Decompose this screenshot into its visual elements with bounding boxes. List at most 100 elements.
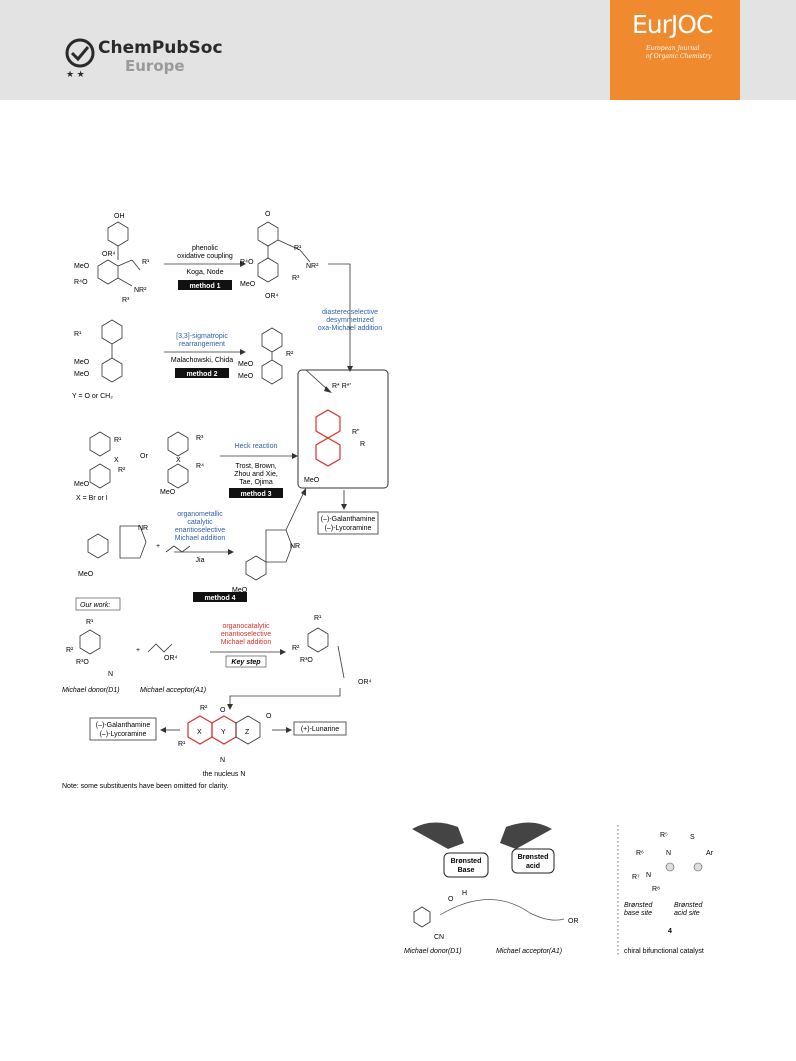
r7: R⁷ [632, 874, 640, 881]
r1-label: R¹ [142, 259, 150, 266]
key-step: Key step [231, 659, 261, 666]
desym-3: oxa-Michael addition [318, 325, 382, 332]
r1-owp: R¹ [314, 615, 322, 622]
m1-start-structure [97, 221, 141, 287]
nucleus-label: the nucleus N [203, 771, 246, 778]
acid-site-1: Brønsted [674, 902, 704, 909]
publisher-sub: Europe [125, 57, 185, 75]
lunarine: (+)-Lunarine [301, 726, 339, 733]
m1-label-2: oxidative coupling [177, 253, 233, 260]
m1-authors: Koga, Node [187, 269, 224, 276]
m4-l2: catalytic [187, 519, 213, 526]
base-2: Base [458, 867, 475, 874]
m4-l1: organometallic [177, 511, 223, 518]
n2-cat: N [646, 872, 651, 879]
r1-label-m2: R¹ [74, 331, 82, 338]
r4-m3: R⁴ [196, 463, 204, 470]
r4o-label-p: R⁴O [240, 259, 254, 266]
prod-2: (–)-Lycoramine [325, 525, 372, 532]
h-d1: H [462, 890, 467, 897]
or-text: Or [140, 453, 148, 460]
or4-label: OR⁴ [102, 251, 116, 258]
h-site-2 [693, 862, 703, 872]
desym-2: desymmetrized [326, 317, 374, 324]
or4-a1: OR⁴ [164, 655, 178, 662]
m4-tag: method 4 [204, 595, 235, 602]
ar-cat: Ar [706, 850, 714, 857]
r2-owp: R² [292, 645, 300, 652]
nr2-label: NR² [134, 287, 147, 294]
ring-x: X [197, 729, 202, 736]
r2-n: R² [200, 705, 208, 712]
base-box [443, 852, 489, 878]
r8: R⁸ [652, 886, 660, 893]
target-box [297, 369, 389, 489]
donor-structure [79, 629, 101, 655]
m3-auth-1: Trost, Brown, [235, 463, 276, 470]
r3o-owp: R³O [300, 657, 313, 664]
acid-2: acid [526, 863, 540, 870]
target-rq: R" [352, 429, 360, 436]
r3-label: R³ [122, 297, 130, 304]
synthesis-scheme: OH OR⁴ MeO R⁴O R¹ NR² R³ phenolic oxidat… [62, 211, 389, 790]
meo-label-p: MeO [240, 281, 256, 288]
m3-label: Heck reaction [235, 443, 278, 450]
r3-m3: R³ [196, 435, 204, 442]
x-m3b: X [176, 457, 181, 464]
m2-y: Y = O or CH₂ [72, 393, 113, 400]
prod-1: (–)-Galanthamine [321, 516, 376, 523]
eurjoc-logo: EurJOC European Journal of Organic Chemi… [610, 0, 740, 100]
o-d1: O [448, 896, 454, 903]
svg-text:★ ★: ★ ★ [66, 69, 85, 79]
o-n: O [220, 707, 226, 714]
cat-label: chiral bifunctional catalyst [624, 948, 704, 955]
scheme-note: Note: some substituents have been omitte… [62, 783, 228, 790]
meo-m4: MeO [78, 571, 94, 578]
right-hand-icon [500, 822, 552, 849]
target-meo: MeO [304, 477, 320, 484]
m2-label-2: rearrangement [179, 341, 225, 348]
or4-label-p: OR⁴ [265, 293, 279, 300]
journal-full-1: European Journal [646, 45, 700, 52]
x-m3: X [114, 457, 119, 464]
r3-label-p: R³ [292, 275, 300, 282]
meo-m2p-1: MeO [238, 361, 254, 368]
ring-z: Z [245, 729, 250, 736]
left-hand-icon [412, 822, 464, 849]
m2-start-structure [101, 319, 123, 383]
m3-auth-3: Tae, Ojima [239, 479, 273, 486]
m1-label-1: phenolic [192, 245, 219, 252]
base-1: Brønsted [451, 858, 482, 865]
m4-product-structure [245, 529, 293, 581]
meo-m3: MeO [74, 481, 90, 488]
m2-authors: Malachowski, Chida [171, 357, 233, 364]
meo-m2-2: MeO [74, 371, 90, 378]
bifunctional-catalysis-figure: Brønsted Base Brønsted acid CN O H OR Mi… [404, 822, 714, 955]
base-site-2: base site [624, 910, 652, 917]
m2-product-structure [261, 327, 283, 385]
oh-label: OH [114, 213, 125, 220]
ow-product-structure [307, 627, 345, 679]
target-core [315, 409, 341, 467]
nr-m4p: NR [290, 543, 300, 550]
r5: R⁵ [660, 832, 668, 839]
n-n: N [220, 757, 225, 764]
ow-l3: Michael addition [221, 639, 272, 646]
plus-ow: + [136, 647, 140, 654]
nr2-label-p: NR² [306, 263, 319, 270]
final-1: (–)-Galanthamine [96, 722, 151, 729]
m3-start-structures [89, 431, 189, 489]
publisher-name: ChemPubSoc [98, 38, 223, 58]
m1-product-structure [257, 221, 311, 283]
m4-auth: Jia [196, 557, 205, 564]
s-cat: S [690, 834, 695, 841]
chempubsoc-logo: ★ ★ [65, 38, 95, 79]
m4-l4: Michael addition [175, 535, 226, 542]
nucleus-core [187, 715, 237, 745]
target-r: R [360, 441, 365, 448]
o-n2: O [266, 713, 272, 720]
meo-m4p: MeO [232, 587, 248, 594]
target-r-labels: R* R*' [332, 383, 351, 390]
acceptor-fig: Michael acceptor(A1) [496, 948, 562, 955]
m1-tag: method 1 [189, 283, 220, 290]
